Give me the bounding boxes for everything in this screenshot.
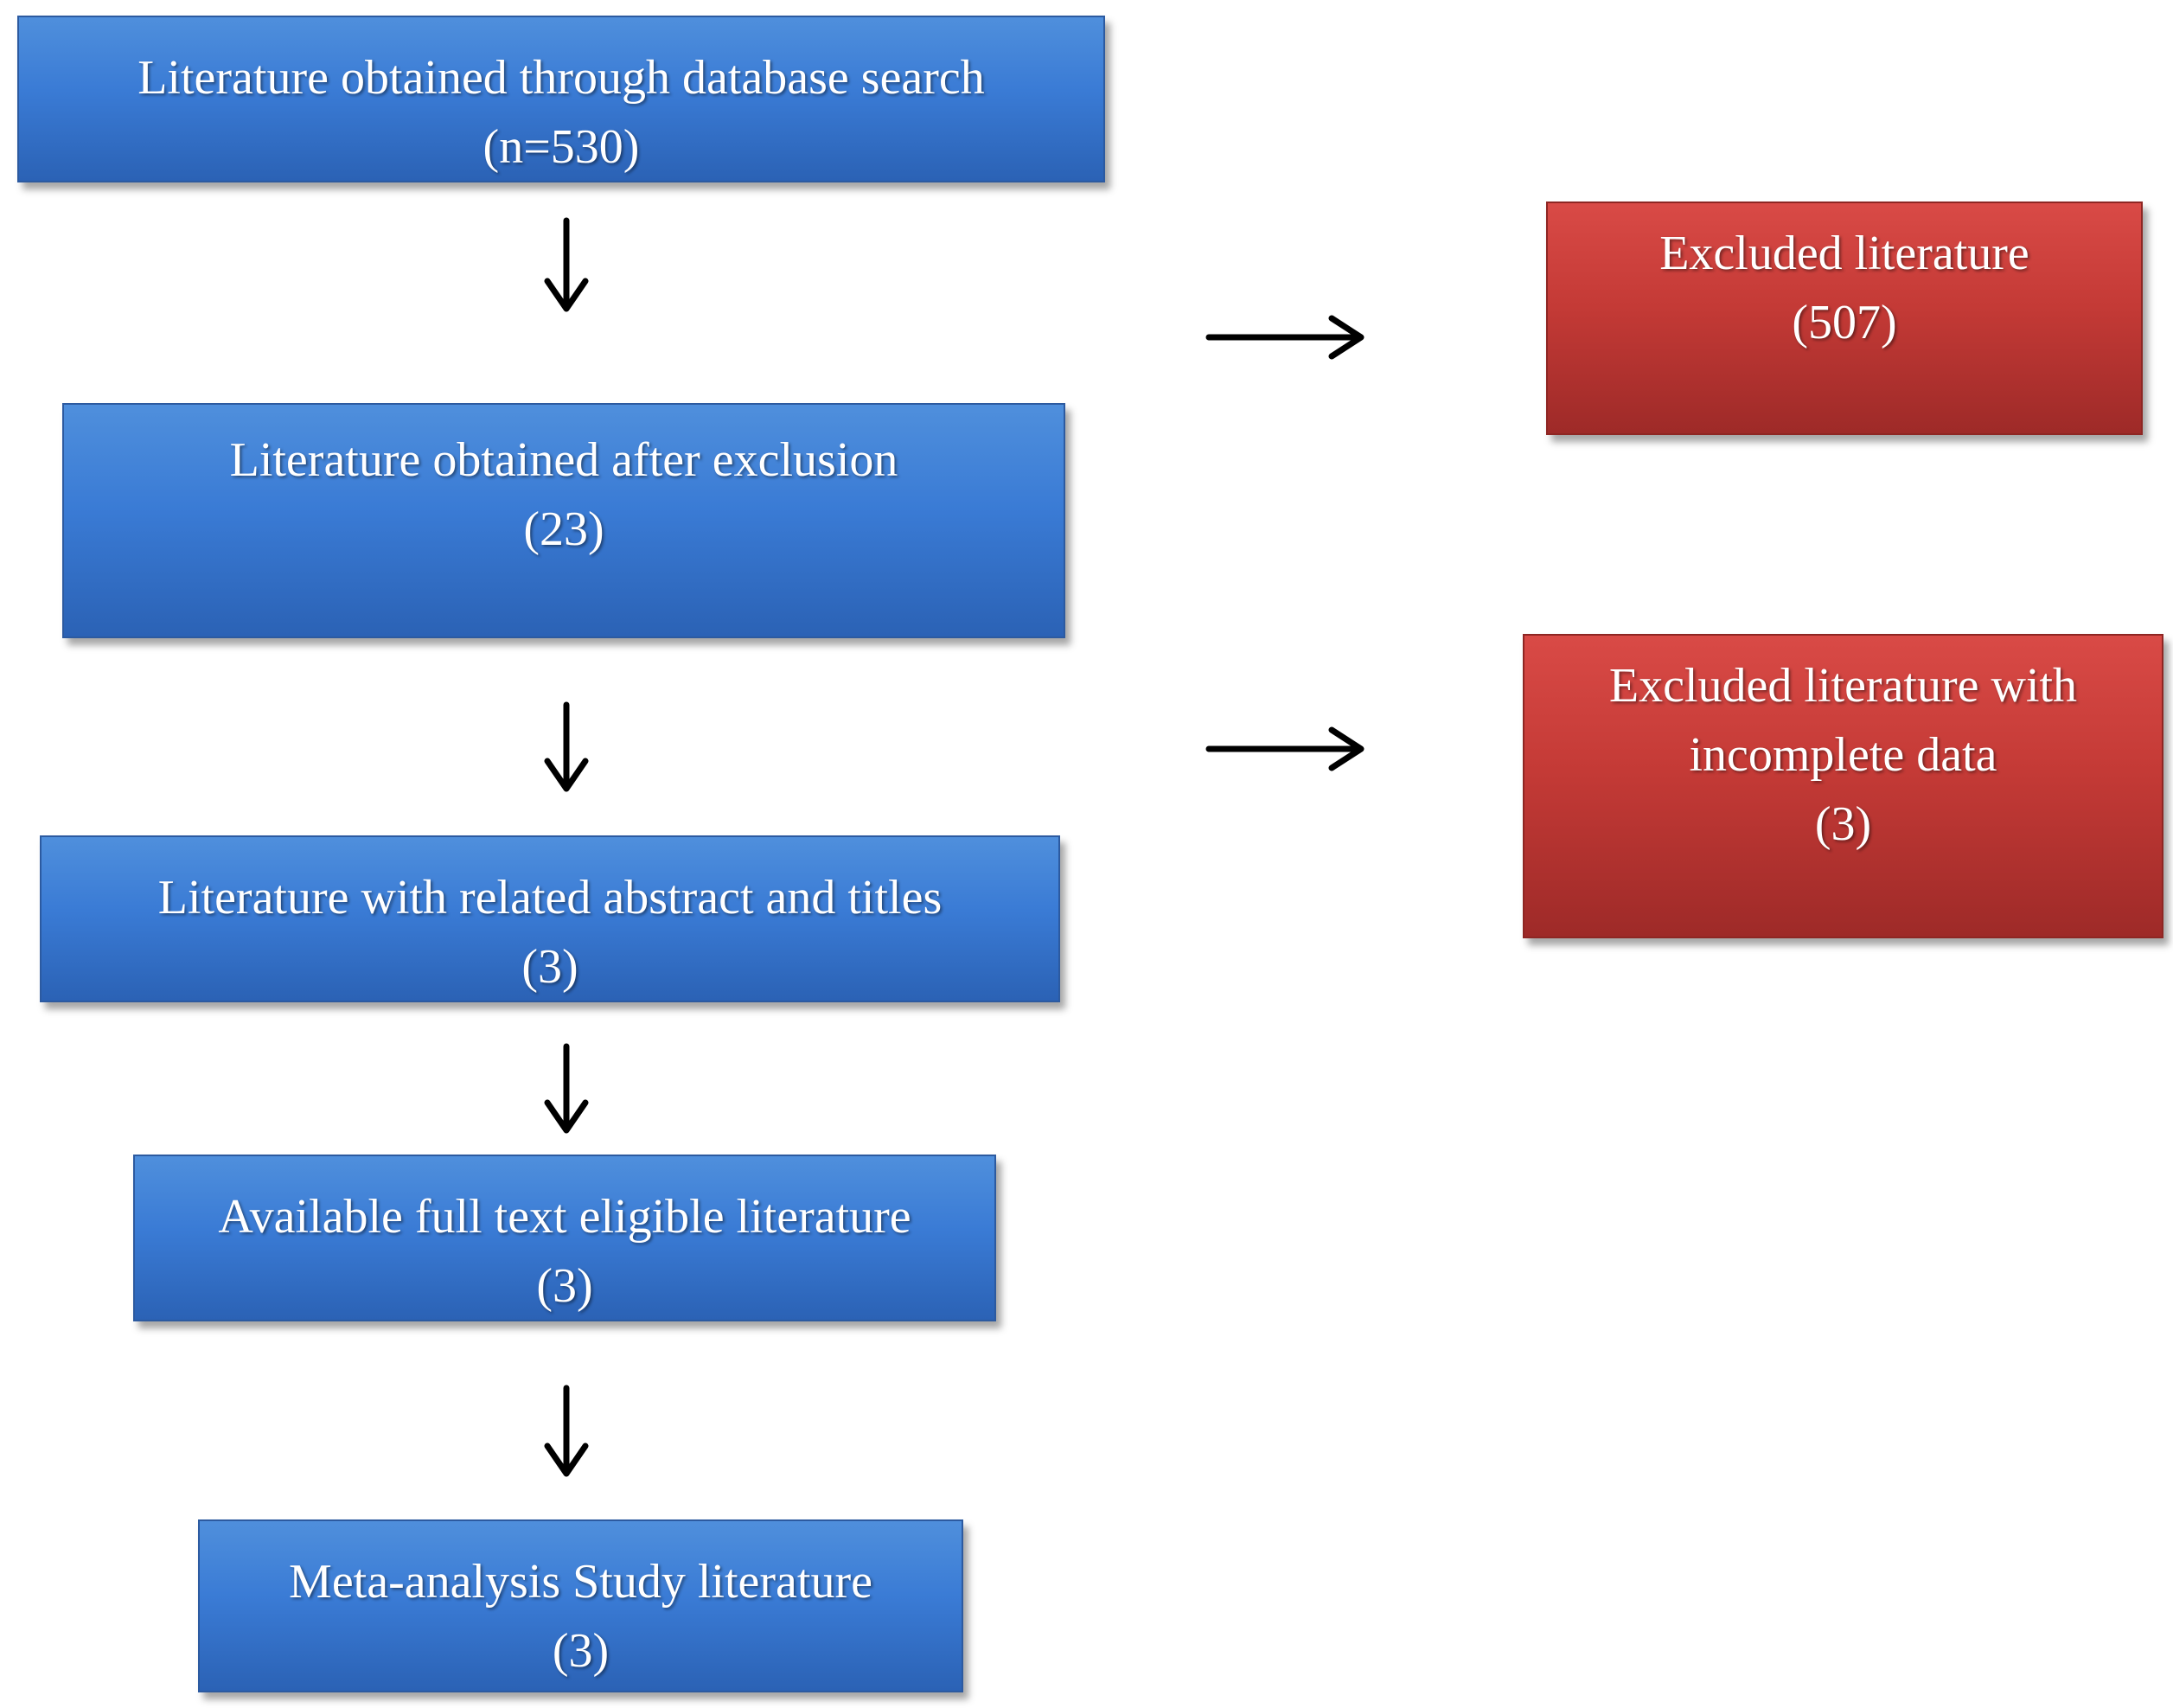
arrow-down-4 (544, 1385, 589, 1477)
box-full-text-label: Available full text eligible literature (218, 1190, 911, 1244)
box-excluded-incomplete-label-2: incomplete data (1689, 728, 1997, 782)
box-database-search-label: Literature obtained through database sea… (137, 51, 985, 105)
box-after-exclusion-count: (23) (523, 502, 604, 556)
box-excluded-incomplete-count: (3) (1814, 797, 1872, 851)
box-meta-analysis: Meta-analysis Study literature (3) (198, 1519, 963, 1692)
box-abstract-titles: Literature with related abstract and tit… (40, 835, 1060, 1002)
box-excluded-incomplete-label-1: Excluded literature with (1608, 659, 2078, 713)
arrow-down-3 (544, 1043, 589, 1134)
box-abstract-titles-count: (3) (521, 940, 578, 994)
box-excluded-incomplete: Excluded literature with incomplete data… (1523, 634, 2163, 938)
box-excluded-label: Excluded literature (1659, 227, 2029, 280)
box-full-text: Available full text eligible literature … (133, 1155, 996, 1321)
box-database-search-count: (n=530) (483, 120, 640, 174)
box-database-search: Literature obtained through database sea… (17, 16, 1105, 182)
arrow-right-1 (1205, 315, 1365, 360)
box-excluded: Excluded literature (507) (1546, 202, 2143, 435)
arrow-down-1 (544, 217, 589, 312)
arrow-right-2 (1205, 726, 1365, 771)
box-abstract-titles-label: Literature with related abstract and tit… (157, 871, 943, 924)
box-excluded-count: (507) (1792, 296, 1897, 349)
box-meta-analysis-label: Meta-analysis Study literature (289, 1555, 872, 1609)
box-after-exclusion-label: Literature obtained after exclusion (229, 433, 898, 487)
box-meta-analysis-count: (3) (552, 1624, 610, 1678)
box-after-exclusion: Literature obtained after exclusion (23) (62, 403, 1065, 638)
arrow-down-2 (544, 701, 589, 792)
box-full-text-count: (3) (536, 1259, 593, 1313)
